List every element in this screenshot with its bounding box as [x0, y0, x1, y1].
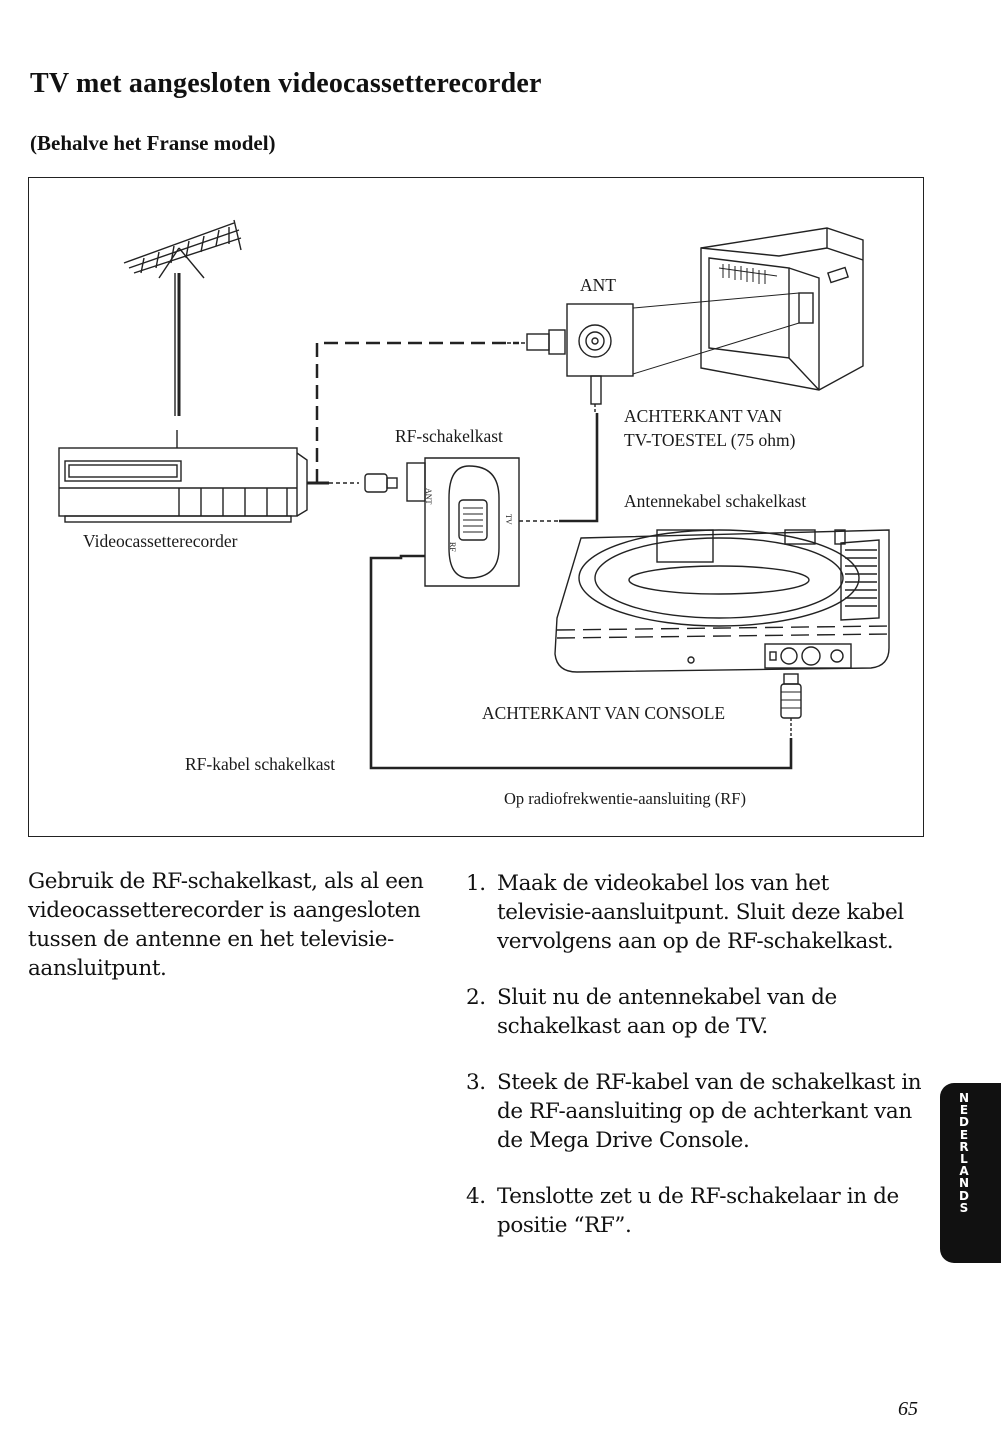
step-text: Steek de RF-kabel van de schakelkast in … [497, 1070, 922, 1153]
step-number: 1. [466, 871, 486, 896]
mega-drive-console-icon [554, 529, 890, 673]
intro-paragraph: Gebruik de RF-schakelkast, als al een vi… [28, 869, 424, 981]
connection-diagram: ANT RF-schakelkast ACHTERKANT VAN TV-TOE… [28, 177, 924, 837]
tv-back-label-1: ACHTERKANT VAN [624, 406, 783, 426]
page-title: TV met aangesloten videocassetterecorder [30, 68, 542, 99]
vcr-icon [58, 447, 308, 523]
language-side-tab [940, 1083, 1001, 1263]
switch-rf-label: RF [448, 542, 457, 552]
tv-back-label-2: TV-TOESTEL (75 ohm) [624, 430, 796, 450]
console-back-label: ACHTERKANT VAN CONSOLE [482, 703, 726, 723]
vcr-label: Videocassetterecorder [83, 531, 238, 551]
rf-box-label: RF-schakelkast [395, 426, 503, 446]
antenna-icon [123, 219, 242, 416]
page-number: 65 [898, 1398, 918, 1420]
step-text: Maak de videokabel los van het televisie… [497, 871, 904, 954]
rf-connection-label: Op radiofrekwentie-aansluiting (RF) [504, 789, 746, 808]
ant-label: ANT [580, 275, 616, 295]
switch-tv-label: TV [504, 514, 513, 525]
language-tab-label: NEDERLANDS [958, 1091, 970, 1215]
rf-cable-label: RF-kabel schakelkast [185, 754, 336, 774]
step-text: Tenslotte zet u de RF-schakelaar in de p… [497, 1184, 899, 1238]
step-number: 4. [466, 1184, 486, 1209]
list-item: 3. Steek de RF-kabel van de schakelkast … [466, 1068, 926, 1155]
list-item: 1. Maak de videokabel los van het televi… [466, 869, 926, 956]
instruction-steps: 1. Maak de videokabel los van het televi… [466, 869, 926, 1267]
list-item: 2. Sluit nu de antennekabel van de schak… [466, 983, 926, 1041]
tv-icon [700, 227, 864, 391]
step-number: 2. [466, 985, 486, 1010]
page-subtitle: (Behalve het Franse model) [30, 131, 276, 155]
step-number: 3. [466, 1070, 486, 1095]
step-text: Sluit nu de antennekabel van de schakelk… [497, 985, 837, 1039]
switch-ant-label: ANT [424, 488, 433, 505]
rf-switch-box-icon [406, 457, 520, 587]
antenna-cable-label: Antennekabel schakelkast [624, 491, 807, 511]
list-item: 4. Tenslotte zet u de RF-schakelaar in d… [466, 1182, 926, 1240]
